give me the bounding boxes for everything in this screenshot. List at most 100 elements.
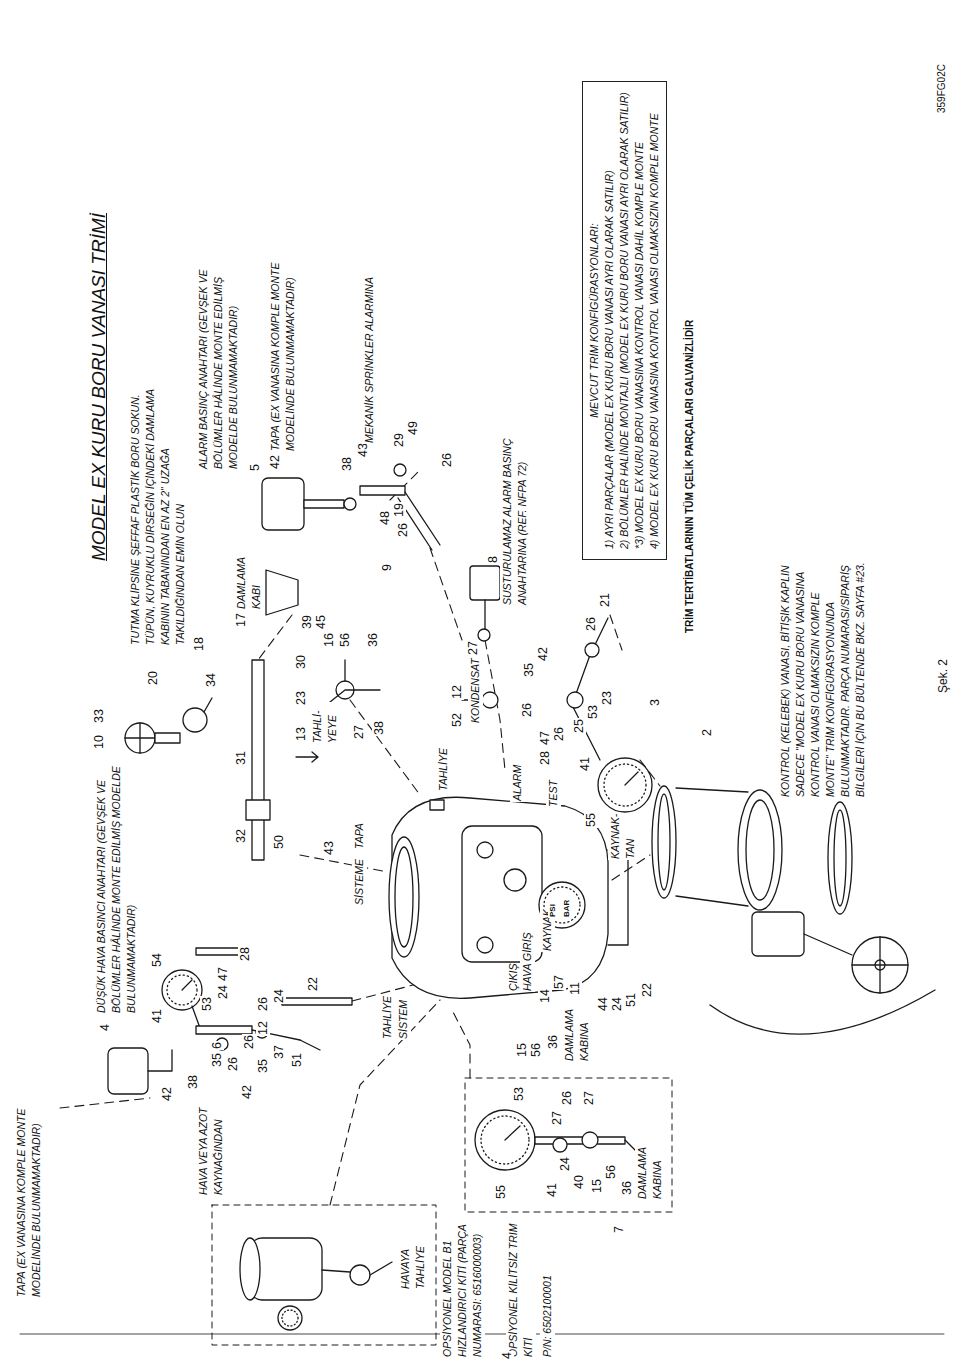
drain-pipe: [246, 800, 270, 820]
callout-number: 5: [248, 463, 262, 472]
callout-number: 18: [192, 636, 206, 652]
note-text: DAMLAMA KABINA: [635, 1140, 665, 1200]
air-supply-trim: [300, 1040, 320, 1050]
optional-kit-frame: [465, 1078, 672, 1212]
butterfly-control-valve: [752, 912, 804, 956]
accelerator-b1: [240, 1238, 260, 1300]
alarm-pressure-switch: [304, 500, 344, 508]
callout-number: 47: [538, 730, 552, 746]
alarm-pressure-switch: [262, 478, 304, 530]
callout-number: 37: [272, 1044, 286, 1060]
note-text: HAVAYA TAHLİYE: [398, 1236, 428, 1290]
dashed-assembly-line: [610, 615, 622, 650]
dashed-assembly-line: [430, 548, 462, 640]
butterfly-control-valve: [746, 800, 774, 900]
callout-number: 29: [392, 432, 406, 448]
callout-number: 41: [545, 1182, 559, 1198]
dashed-assembly-line: [350, 700, 420, 795]
accelerator-b1: [350, 1265, 370, 1285]
callout-number: 23: [600, 690, 614, 706]
note-text: KONDENSAT: [468, 657, 483, 724]
lockless-trim: [535, 1137, 625, 1144]
pressure-gauge: [585, 643, 599, 657]
callout-number: 51: [290, 1052, 304, 1068]
callout-number: 56: [338, 632, 352, 648]
note-text: TAHLİYE: [380, 995, 395, 1040]
accelerator-b1: [370, 1262, 392, 1275]
configuration-item: 2) BÖLÜMLER HALİNDE MONTAJLI (MODEL EX K…: [617, 92, 632, 549]
ball-drip-valve: [125, 698, 212, 753]
pressure-gauge: [604, 764, 646, 806]
callout-number: 15: [590, 1178, 604, 1194]
pressure-gauge: [567, 692, 583, 708]
callout-number: 55: [494, 1184, 508, 1200]
callout-number: 4: [98, 1023, 112, 1032]
callout-number: 22: [306, 976, 320, 992]
callout-number: 45: [314, 614, 328, 630]
callout-number: 6: [210, 1041, 224, 1050]
callout-number: 35: [210, 1052, 224, 1068]
callout-number: 12: [256, 1020, 270, 1036]
callout-number: 43: [322, 840, 336, 856]
mechanical-alarm-line: [394, 464, 406, 476]
dry-pipe-valve-body: [504, 869, 526, 891]
note-text: SUSTURULAMAZ ALARM BASINÇ ANAHTARINA (RE…: [500, 404, 530, 606]
callout-number: 57: [552, 974, 566, 990]
callout-number: 13: [294, 726, 308, 742]
pressure-gauge: [167, 975, 197, 1005]
callout-number: 48: [378, 510, 392, 526]
callout-number: 52: [450, 712, 464, 728]
note-text: HAVA GİRİŞ: [520, 931, 535, 992]
callout-number: 26: [520, 702, 534, 718]
note-text: DAMLAMA KABINA: [562, 1005, 592, 1062]
drain-pipe: [246, 660, 270, 860]
dashed-assembly-line: [452, 1010, 470, 1078]
callout-number: 26: [242, 1034, 256, 1050]
callout-number: 42: [240, 1084, 254, 1100]
pressure-gauge: [162, 970, 202, 1028]
dry-pipe-valve-body: [389, 797, 628, 998]
callout-number: 54: [150, 952, 164, 968]
callout-number: 26: [256, 996, 270, 1012]
gauge-scale-text: BAR: [562, 899, 571, 918]
note-text: TAPA (EX VANASINA KOMPLE MONTE MODELİNDE…: [268, 235, 298, 452]
callout-number: 56: [529, 1042, 543, 1058]
note-text: TAHLİYE: [436, 747, 451, 792]
ball-drip-valve: [204, 698, 212, 712]
callout-number: 9: [380, 563, 394, 572]
callout-number: 42: [160, 1086, 174, 1102]
main-drain-valve: [330, 660, 380, 702]
callout-number: 26: [552, 726, 566, 742]
alarm-pressure-switch: [344, 498, 356, 510]
callout-number: 22: [640, 982, 654, 998]
ball-drip-valve: [125, 723, 155, 753]
ball-drip-valve: [155, 733, 180, 743]
box-heading: MEVCUT TRİM KONFİGÜRASYONLARI:: [587, 92, 602, 549]
note-text: ÇIKIŞ: [506, 963, 521, 992]
callout-number: 19: [392, 502, 406, 518]
butterfly-control-valve: [828, 802, 852, 914]
butterfly-control-valve: [738, 790, 782, 910]
air-supply-trim: [282, 998, 352, 1005]
dry-pipe-valve-body: [389, 837, 419, 957]
configuration-item: 4) MODEL EX KURU BORU VANASINA KONTROL V…: [647, 92, 662, 549]
pressure-gauge: [572, 618, 608, 760]
callout-number: 38: [186, 1074, 200, 1090]
dashed-assembly-line: [60, 1098, 150, 1108]
pressure-gauge: [192, 1006, 200, 1028]
callout-number: 26: [226, 1056, 240, 1072]
note-text: DÜŞÜK HAVA BASINCI ANAHTARI (GEVŞEK VE B…: [94, 757, 139, 1014]
callout-number: 3: [648, 698, 662, 707]
butterfly-control-valve: [834, 810, 846, 906]
note-text: TUTMA KLİPSİNE ŞEFFAF PLASTİK BORU SOKUN…: [128, 386, 188, 646]
main-drain-valve: [330, 660, 380, 702]
callout-number: 53: [586, 704, 600, 720]
butterfly-control-valve: [652, 786, 676, 898]
callout-number: 23: [294, 690, 308, 706]
note-text: MEKANİK SPRİNKLER ALARMINA: [362, 276, 377, 444]
pressure-gauge: [182, 980, 192, 990]
callout-number: 27: [582, 1090, 596, 1106]
callout-number: 49: [406, 420, 420, 436]
callout-number: 15: [515, 1042, 529, 1058]
